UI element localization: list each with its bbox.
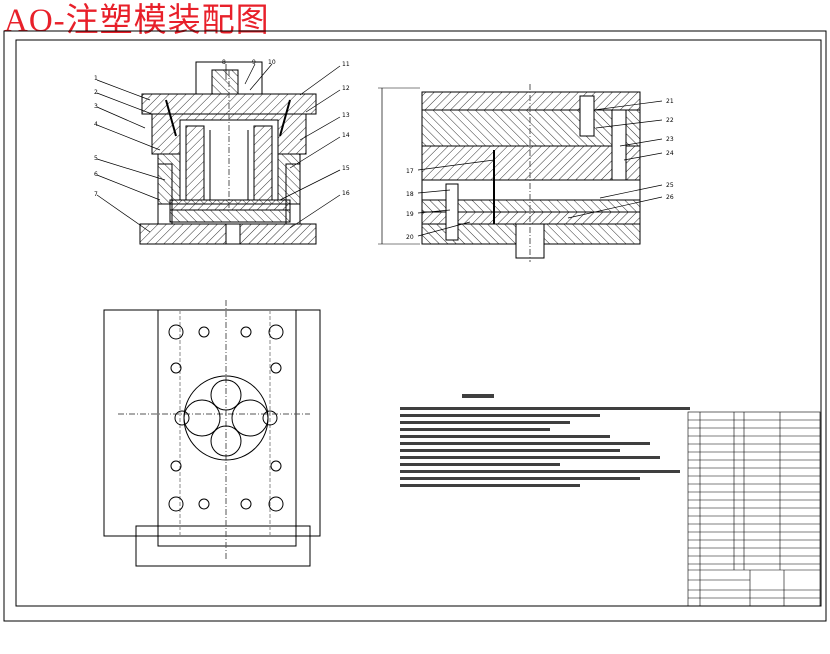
outer-border (3, 30, 827, 622)
callout-2: 2 (94, 89, 98, 96)
callout-21: 21 (666, 98, 674, 105)
callout-4: 4 (94, 121, 98, 128)
callout-16: 16 (342, 190, 350, 197)
callout-7: 7 (94, 191, 98, 198)
callout-26: 26 (666, 194, 674, 201)
callout-9: 9 (252, 59, 256, 66)
callout-24: 24 (666, 150, 674, 157)
top-plan-view (103, 300, 321, 567)
callout-11: 11 (342, 61, 350, 68)
callout-19: 19 (406, 211, 414, 218)
callout-3: 3 (94, 103, 98, 110)
callout-13: 13 (342, 112, 350, 119)
callout-1: 1 (94, 75, 98, 82)
drawing-title: AO-注塑模装配图 (4, 3, 270, 39)
callout-18: 18 (406, 191, 414, 198)
callout-25: 25 (666, 182, 674, 189)
callout-8: 8 (222, 59, 226, 66)
front-section-view: 1 2 3 4 5 6 7 8 9 10 11 12 13 14 15 16 (94, 59, 350, 245)
callout-12: 12 (342, 85, 350, 92)
callout-10: 10 (268, 59, 276, 66)
side-section-view: 17 18 19 20 21 22 23 24 25 26 (378, 84, 674, 262)
callout-5: 5 (94, 155, 98, 162)
callout-23: 23 (666, 136, 674, 143)
inner-border (15, 39, 822, 607)
parts-list-table (687, 411, 821, 607)
callout-14: 14 (342, 132, 350, 139)
technical-notes (400, 394, 690, 487)
callout-20: 20 (406, 234, 414, 241)
callout-15: 15 (342, 165, 350, 172)
callout-6: 6 (94, 171, 98, 178)
callout-17: 17 (406, 168, 414, 175)
callout-22: 22 (666, 117, 674, 124)
